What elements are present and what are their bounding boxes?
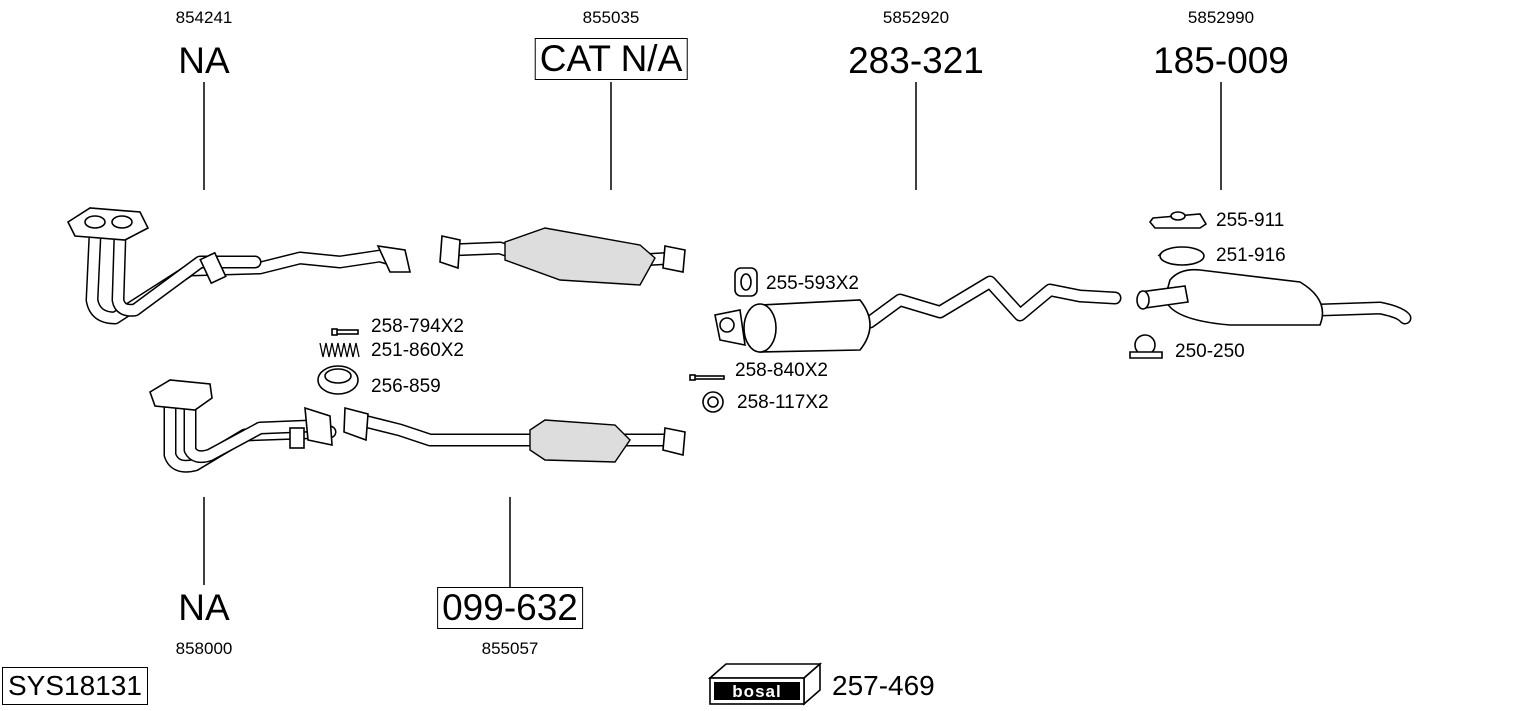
part-number[interactable]: NA xyxy=(178,587,230,628)
ref-number: 5852990 xyxy=(1187,8,1255,27)
leader-lines xyxy=(203,82,1222,587)
accessory-label[interactable]: 258-794X2 xyxy=(371,316,464,337)
ref-number: 855057 xyxy=(481,639,539,658)
ref-number: 855035 xyxy=(582,8,640,27)
part-number[interactable]: NA xyxy=(178,40,230,81)
bolt-icon xyxy=(331,328,359,336)
accessory-label[interactable]: 255-911 xyxy=(1216,210,1285,231)
svg-text:bosal: bosal xyxy=(732,682,781,701)
hanger-icon xyxy=(1148,211,1208,229)
brand-box-part[interactable]: 257-469 xyxy=(832,670,935,701)
clamp-icon xyxy=(1157,246,1205,266)
washer-icon xyxy=(702,391,724,413)
ref-number: 858000 xyxy=(175,639,233,658)
manifold-bottom xyxy=(149,379,337,473)
part-number[interactable]: CAT N/A xyxy=(534,38,688,80)
manifold-top xyxy=(66,207,412,325)
system-id: SYS18131 xyxy=(2,667,148,705)
accessory-label[interactable]: 251-916 xyxy=(1216,245,1286,266)
accessory-label[interactable]: 256-859 xyxy=(371,376,441,397)
part-number[interactable]: 099-632 xyxy=(437,587,583,629)
catalyst-bottom xyxy=(343,406,686,463)
u-clamp-icon xyxy=(1129,334,1163,359)
bosal-logo: bosal xyxy=(707,662,823,706)
rear-silencer xyxy=(1136,268,1412,326)
accessory-label[interactable]: 251-860X2 xyxy=(371,340,464,361)
bolt-long-icon xyxy=(689,374,725,381)
accessory-label[interactable]: 255-593X2 xyxy=(766,273,859,294)
accessory-label[interactable]: 258-117X2 xyxy=(737,392,829,413)
accessory-icons xyxy=(317,211,1208,413)
middle-silencer xyxy=(714,275,1122,353)
ref-number: 5852920 xyxy=(882,8,950,27)
ref-number: 854241 xyxy=(175,8,233,27)
catalyst-top xyxy=(439,227,686,286)
spring-icon xyxy=(319,342,360,358)
part-number[interactable]: 283-321 xyxy=(848,40,984,81)
rubber-mount-icon xyxy=(734,267,758,297)
accessory-label[interactable]: 258-840X2 xyxy=(735,360,828,381)
accessory-label[interactable]: 250-250 xyxy=(1175,341,1245,362)
gasket-ring-icon xyxy=(317,365,359,395)
part-number[interactable]: 185-009 xyxy=(1153,40,1289,81)
